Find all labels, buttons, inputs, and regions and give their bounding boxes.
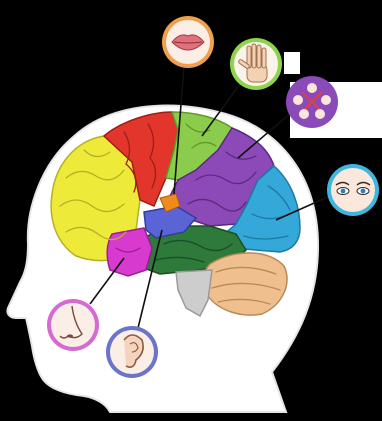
ear-icon <box>106 326 158 378</box>
hand-icon <box>230 38 282 90</box>
nose-icon <box>47 299 99 351</box>
blank-label-box-touch <box>284 52 300 74</box>
eye-icon <box>327 164 379 216</box>
multisense-icon <box>286 76 338 128</box>
mouth-icon <box>162 16 214 68</box>
